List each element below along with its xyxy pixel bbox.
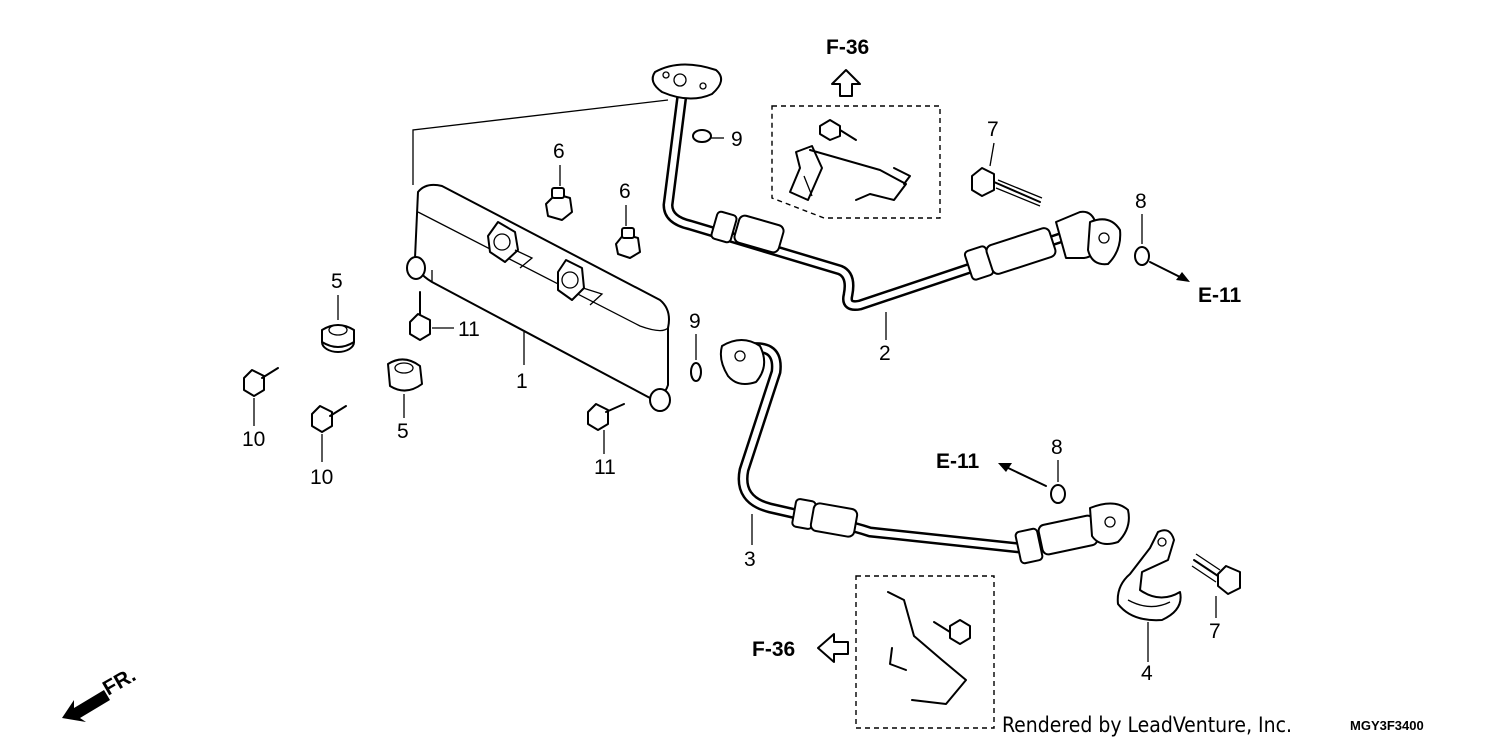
washer-part-8-a[interactable] [1134, 214, 1150, 266]
washer-part-8-b[interactable] [1050, 460, 1066, 504]
callout-8-a[interactable]: 8 [1135, 190, 1147, 213]
callout-9-b[interactable]: 9 [689, 310, 701, 333]
ref-label-f36-top[interactable]: F-36 [826, 36, 869, 59]
bolt-part-7-a[interactable] [971, 142, 1043, 207]
ref-arrow-f36-top[interactable] [831, 69, 861, 97]
grommet-part-5-a[interactable] [321, 295, 355, 353]
callout-10-b[interactable]: 10 [310, 466, 333, 489]
clamp-part-4[interactable] [1116, 529, 1182, 662]
callout-5-b[interactable]: 5 [397, 420, 409, 443]
callout-1[interactable]: 1 [516, 370, 528, 393]
ref-label-e11-right[interactable]: E-11 [1198, 284, 1242, 307]
ref-label-f36-bottom[interactable]: F-36 [752, 638, 795, 661]
ref-arrow-f36-bottom[interactable] [817, 633, 849, 663]
bolt-part-10-a[interactable] [243, 367, 279, 426]
diagram-code: MGY3F3400 [1350, 718, 1424, 733]
bolt-part-10-b[interactable] [311, 405, 347, 462]
callout-2[interactable]: 2 [879, 342, 891, 365]
oil-pipe-part-2[interactable] [651, 63, 1122, 340]
inset-box-upper [771, 105, 941, 219]
callout-11-a[interactable]: 11 [458, 318, 480, 341]
collar-part-6-b[interactable] [615, 205, 641, 259]
ref-label-e11-mid[interactable]: E-11 [936, 450, 980, 473]
callout-11-b[interactable]: 11 [594, 456, 616, 479]
callout-6-a[interactable]: 6 [553, 140, 565, 163]
inset-box-lower [855, 575, 995, 729]
o-ring-part-9-a[interactable] [692, 129, 724, 143]
grommet-part-5-b[interactable] [387, 358, 423, 418]
oil-pipe-part-3[interactable] [719, 339, 1130, 565]
callout-8-b[interactable]: 8 [1051, 436, 1063, 459]
o-ring-part-9-b[interactable] [690, 334, 702, 382]
oil-cooler-part-1[interactable] [406, 99, 671, 412]
collar-part-6-a[interactable] [545, 165, 573, 221]
callout-6-b[interactable]: 6 [619, 180, 631, 203]
bolt-part-11-b[interactable] [587, 403, 625, 454]
bolt-part-7-b[interactable] [1191, 553, 1241, 618]
ref-arrow-e11-mid[interactable] [998, 463, 1047, 487]
callout-7-b[interactable]: 7 [1209, 620, 1221, 643]
credit-text: Rendered by LeadVenture, Inc. [1002, 713, 1292, 737]
callout-3[interactable]: 3 [744, 548, 756, 571]
callout-7-a[interactable]: 7 [987, 118, 999, 141]
callout-10-a[interactable]: 10 [242, 428, 265, 451]
callout-9-a[interactable]: 9 [731, 128, 743, 151]
ref-arrow-e11-right[interactable] [1149, 261, 1190, 282]
callout-4[interactable]: 4 [1141, 662, 1153, 685]
front-direction-arrow: FR. [62, 663, 140, 722]
callout-5-a[interactable]: 5 [331, 270, 343, 293]
bolt-part-11-a[interactable] [409, 291, 454, 341]
